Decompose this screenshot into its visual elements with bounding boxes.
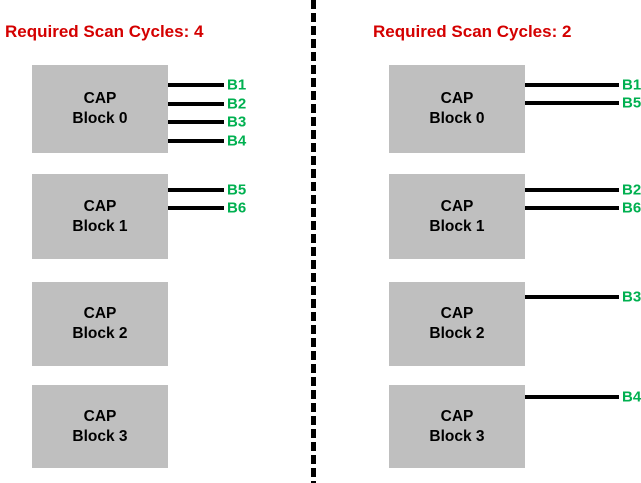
wire-b3 — [525, 295, 619, 299]
panel-right: Required Scan Cycles: 2 CAP Block 0 B1 B… — [321, 0, 641, 483]
wire-b3 — [168, 120, 224, 124]
cap-block-2[interactable]: CAP Block 2 — [389, 282, 525, 366]
wire-b4 — [168, 139, 224, 143]
cap-block-2-label-line2: Block 2 — [429, 325, 485, 342]
wire-b4 — [525, 395, 619, 399]
wire-label-b6: B6 — [227, 199, 247, 217]
cap-block-0-label-line2: Block 0 — [429, 110, 485, 127]
wire-label-b1: B1 — [227, 76, 247, 94]
cap-block-0[interactable]: CAP Block 0 — [389, 65, 525, 153]
cap-block-1-label-line1: CAP — [83, 197, 117, 215]
wire-label-b5: B5 — [622, 94, 641, 112]
cap-block-2-label-line1: CAP — [440, 305, 474, 322]
wire-b2 — [168, 102, 224, 106]
vertical-dashed-divider — [311, 0, 316, 483]
panel-right-title: Required Scan Cycles: 2 — [373, 22, 572, 41]
wire-label-b6: B6 — [622, 199, 641, 217]
cap-block-2-label-line2: Block 2 — [72, 325, 128, 342]
cap-block-3-label-line2: Block 3 — [72, 427, 128, 445]
cap-block-1[interactable]: CAP Block 1 — [32, 174, 168, 259]
cap-block-0[interactable]: CAP Block 0 — [32, 65, 168, 153]
wire-label-b4: B4 — [227, 132, 247, 150]
wire-b2 — [525, 188, 619, 192]
wire-b5 — [168, 188, 224, 192]
wire-b1 — [525, 83, 619, 87]
cap-block-3-label-line1: CAP — [440, 407, 474, 425]
cap-block-3-label-line2: Block 3 — [429, 427, 485, 445]
wire-label-b4: B4 — [622, 388, 641, 406]
cap-block-3[interactable]: CAP Block 3 — [32, 385, 168, 468]
wire-label-b5: B5 — [227, 181, 247, 199]
cap-block-0-label-line1: CAP — [83, 90, 117, 107]
cap-block-1[interactable]: CAP Block 1 — [389, 174, 525, 259]
cap-block-2-label-line1: CAP — [83, 305, 117, 322]
wire-b5 — [525, 101, 619, 105]
cap-block-2[interactable]: CAP Block 2 — [32, 282, 168, 366]
wire-label-b1: B1 — [622, 76, 641, 94]
wire-label-b3: B3 — [622, 288, 641, 306]
wire-label-b2: B2 — [227, 95, 247, 113]
wire-b6 — [525, 206, 619, 210]
wire-label-b2: B2 — [622, 181, 641, 199]
cap-block-1-label-line1: CAP — [440, 197, 474, 215]
cap-block-1-label-line2: Block 1 — [72, 217, 128, 235]
wire-label-b3: B3 — [227, 113, 247, 131]
panel-left: Required Scan Cycles: 4 CAP Block 0 B1 B… — [0, 0, 320, 483]
cap-block-3-label-line1: CAP — [83, 407, 117, 425]
cap-block-0-label-line2: Block 0 — [72, 110, 128, 127]
cap-block-0-label-line1: CAP — [440, 90, 474, 107]
cap-block-3[interactable]: CAP Block 3 — [389, 385, 525, 468]
panel-left-title: Required Scan Cycles: 4 — [5, 22, 204, 41]
wire-b1 — [168, 83, 224, 87]
wire-b6 — [168, 206, 224, 210]
cap-block-1-label-line2: Block 1 — [429, 217, 485, 235]
